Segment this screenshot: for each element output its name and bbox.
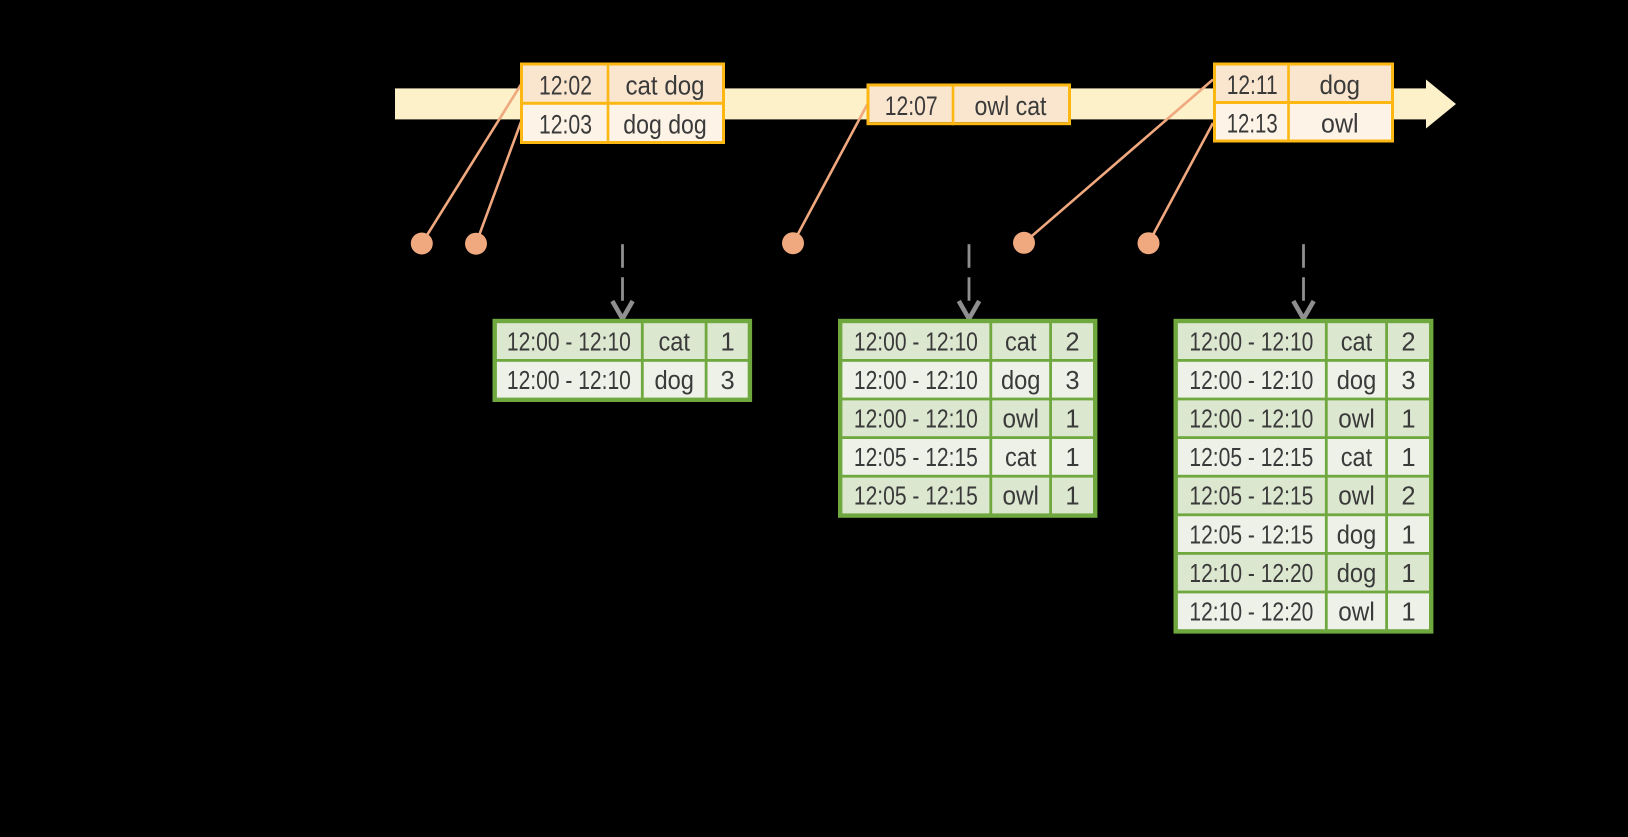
svg-text:dog: dog bbox=[1320, 70, 1361, 100]
svg-text:12:05 - 12:15: 12:05 - 12:15 bbox=[1189, 483, 1313, 511]
svg-text:12:13: 12:13 bbox=[1227, 109, 1278, 139]
svg-text:12:00 - 12:10: 12:00 - 12:10 bbox=[507, 328, 631, 356]
svg-text:12:05 - 12:15: 12:05 - 12:15 bbox=[1189, 444, 1313, 472]
svg-text:dog: dog bbox=[1337, 367, 1377, 395]
svg-text:cat: cat bbox=[658, 328, 690, 356]
svg-text:3: 3 bbox=[721, 367, 735, 395]
svg-text:owl: owl bbox=[1002, 406, 1039, 434]
svg-text:12:07: 12:07 bbox=[885, 91, 938, 121]
svg-text:owl cat: owl cat bbox=[975, 91, 1047, 121]
svg-text:12:03: 12:03 bbox=[539, 110, 592, 140]
svg-text:owl: owl bbox=[1338, 483, 1375, 511]
svg-text:1: 1 bbox=[1065, 483, 1079, 511]
svg-text:1: 1 bbox=[1401, 521, 1415, 549]
svg-text:2: 2 bbox=[1065, 328, 1079, 356]
svg-text:12:00 - 12:10: 12:00 - 12:10 bbox=[1189, 328, 1313, 356]
svg-text:12:02: 12:02 bbox=[539, 70, 592, 100]
svg-text:owl: owl bbox=[1321, 109, 1359, 139]
svg-text:1: 1 bbox=[1065, 444, 1079, 472]
svg-text:dog: dog bbox=[1337, 521, 1377, 549]
svg-text:12:00 - 12:10: 12:00 - 12:10 bbox=[854, 406, 978, 434]
svg-text:1: 1 bbox=[1401, 406, 1415, 434]
svg-text:cat: cat bbox=[1341, 328, 1373, 356]
svg-text:12:10 - 12:20: 12:10 - 12:20 bbox=[1189, 599, 1313, 627]
svg-text:2: 2 bbox=[1401, 328, 1415, 356]
svg-text:cat: cat bbox=[1005, 328, 1037, 356]
svg-text:12:00 - 12:10: 12:00 - 12:10 bbox=[1189, 406, 1313, 434]
svg-text:1: 1 bbox=[1065, 406, 1079, 434]
svg-text:1: 1 bbox=[1401, 560, 1415, 588]
svg-text:12:05 - 12:15: 12:05 - 12:15 bbox=[854, 483, 978, 511]
svg-text:12:05 - 12:15: 12:05 - 12:15 bbox=[1189, 521, 1313, 549]
svg-text:owl: owl bbox=[1338, 406, 1375, 434]
svg-text:12:00 - 12:10: 12:00 - 12:10 bbox=[854, 328, 978, 356]
svg-text:3: 3 bbox=[1401, 367, 1415, 395]
svg-text:1: 1 bbox=[1401, 444, 1415, 472]
svg-text:owl: owl bbox=[1338, 599, 1375, 627]
svg-text:2: 2 bbox=[1401, 483, 1415, 511]
svg-text:12:00 - 12:10: 12:00 - 12:10 bbox=[1189, 367, 1313, 395]
svg-text:12:00 - 12:10: 12:00 - 12:10 bbox=[854, 367, 978, 395]
svg-text:dog: dog bbox=[1337, 560, 1377, 588]
svg-text:12:11: 12:11 bbox=[1227, 70, 1278, 100]
svg-text:dog: dog bbox=[1001, 367, 1041, 395]
svg-text:12:10 - 12:20: 12:10 - 12:20 bbox=[1189, 560, 1313, 588]
svg-text:dog dog: dog dog bbox=[623, 110, 707, 140]
svg-text:cat: cat bbox=[1005, 444, 1037, 472]
svg-text:1: 1 bbox=[1401, 599, 1415, 627]
svg-text:1: 1 bbox=[721, 328, 735, 356]
svg-text:12:00 - 12:10: 12:00 - 12:10 bbox=[507, 367, 631, 395]
svg-text:3: 3 bbox=[1065, 367, 1079, 395]
svg-text:cat dog: cat dog bbox=[626, 70, 705, 100]
svg-text:dog: dog bbox=[654, 367, 694, 395]
svg-text:12:05 - 12:15: 12:05 - 12:15 bbox=[854, 444, 978, 472]
svg-text:cat: cat bbox=[1341, 444, 1373, 472]
svg-text:owl: owl bbox=[1002, 483, 1039, 511]
